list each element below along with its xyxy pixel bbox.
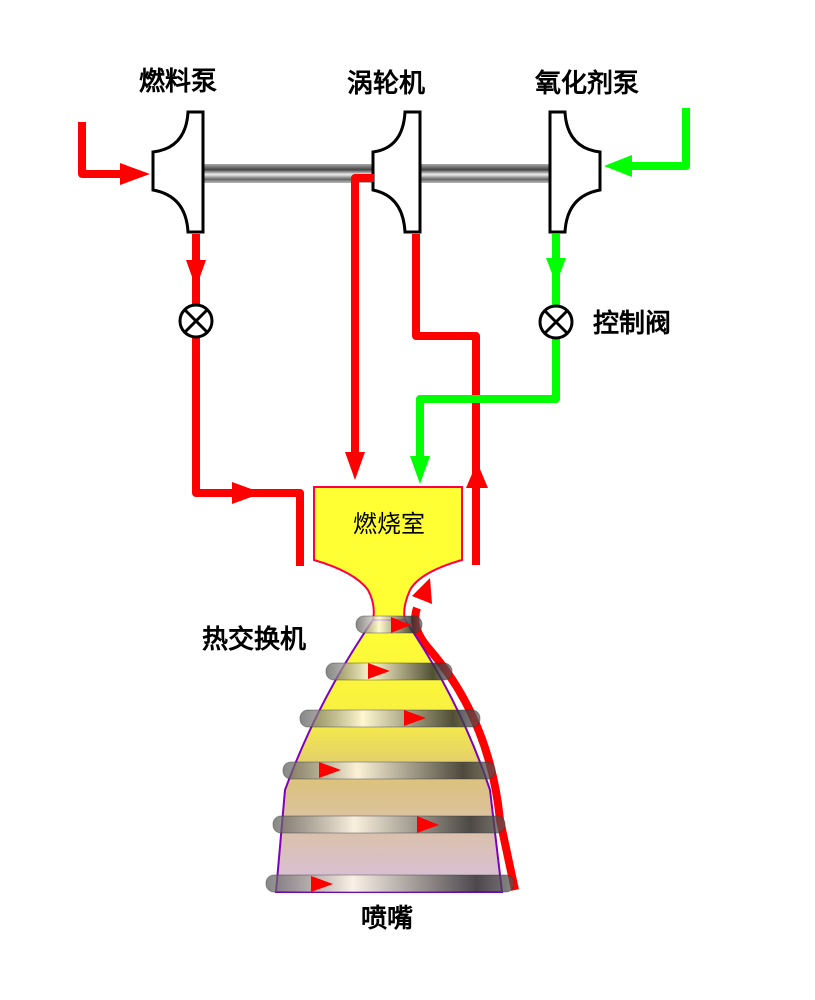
coil-band (265, 874, 515, 893)
flow-arrow-icon (404, 710, 426, 726)
fuel-pump-icon (151, 110, 205, 234)
fuel-control-valve-icon (178, 303, 214, 339)
coil-band (299, 709, 481, 728)
coil-band (272, 815, 506, 834)
flow-arrow-icon (319, 762, 341, 778)
flow-arrow-icon (368, 663, 390, 679)
combustion-chamber-label: 燃烧室 (353, 510, 425, 538)
flow-arrow-icon (417, 816, 439, 833)
oxidizer-inlet-line (604, 108, 690, 177)
fuel-feed-line (186, 234, 304, 566)
turbine-inlet-line (345, 174, 374, 480)
heat-exchanger-label: 热交换机 (202, 624, 306, 655)
oxidizer-pump-icon (548, 110, 602, 234)
turbine-icon (371, 110, 422, 234)
flow-arrow-icon (391, 617, 411, 633)
flow-arrow-icon (311, 876, 333, 892)
turbine-label: 涡轮机 (347, 69, 425, 99)
coil-band (282, 761, 496, 780)
heat-exchanger-coils (265, 615, 515, 893)
nozzle-label: 喷嘴 (361, 904, 413, 934)
coil-band (355, 615, 423, 634)
coil-band (325, 662, 453, 681)
oxidizer-pump-label: 氧化剂泵 (534, 69, 639, 99)
fuel-inlet-line (78, 122, 150, 185)
combustion-chamber (313, 486, 463, 621)
oxidizer-control-valve-icon (538, 304, 574, 340)
nozzle (274, 619, 504, 893)
fuel-pump-label: 燃料泵 (139, 67, 217, 97)
oxidizer-feed-line (410, 234, 566, 484)
control-valve-label: 控制阀 (593, 309, 671, 339)
